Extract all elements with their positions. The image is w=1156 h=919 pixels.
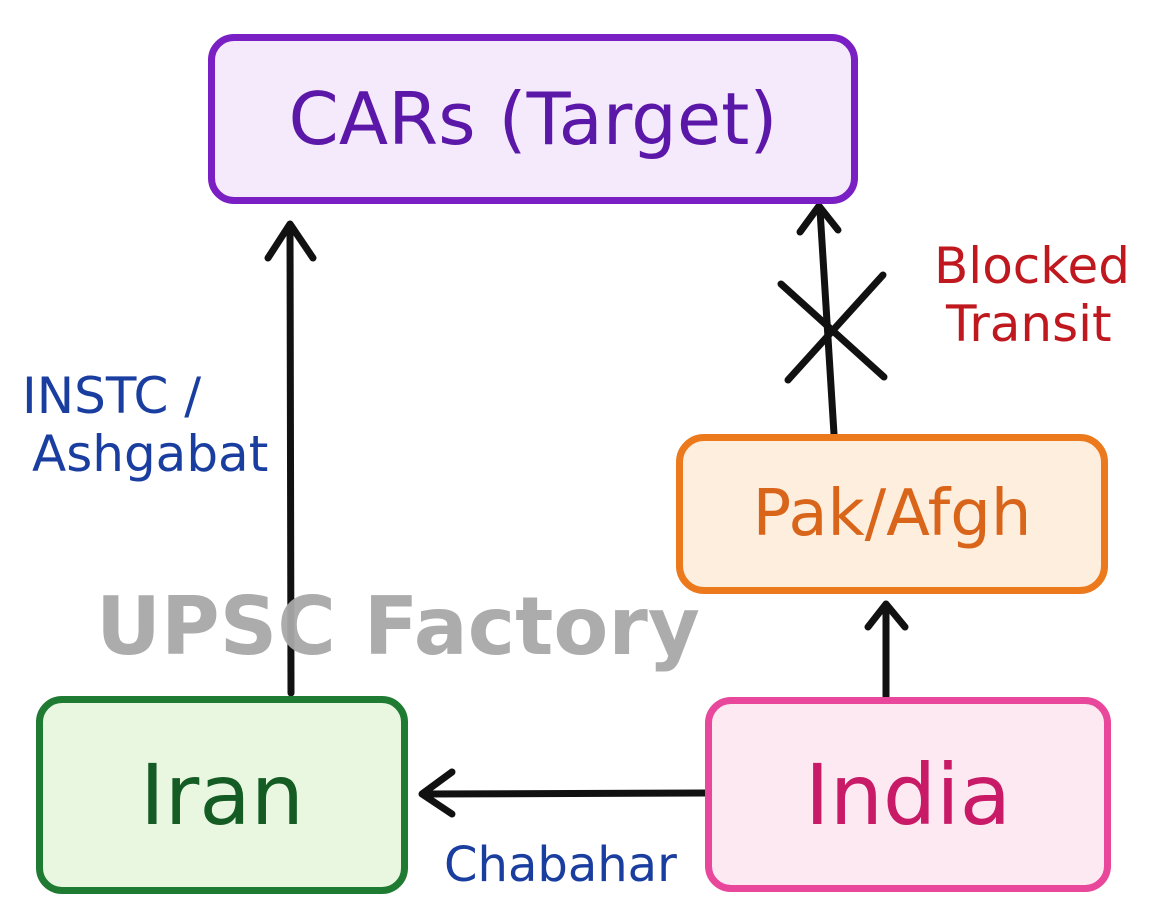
label-chabahar-text: Chabahar: [444, 837, 677, 893]
blocked-x-icon: [777, 271, 888, 384]
label-blocked-line1: Blocked: [934, 237, 1130, 295]
node-india-label: India: [804, 745, 1012, 844]
node-iran-label: Iran: [139, 746, 305, 844]
node-iran: Iran: [36, 696, 408, 894]
node-cars: CARs (Target): [208, 34, 858, 204]
label-instc-ashgabat: INSTC / Ashgabat: [22, 367, 269, 483]
node-pak-afgh-label: Pak/Afgh: [752, 477, 1032, 551]
label-blocked-line2: Transit: [946, 294, 1112, 353]
arrow-iran-to-cars: [264, 220, 317, 697]
arrow-india-to-iran: [418, 768, 710, 818]
node-cars-label: CARs (Target): [288, 77, 778, 161]
label-blocked-transit: Blocked Transit: [934, 237, 1130, 353]
label-chabahar: Chabahar: [444, 837, 677, 893]
node-pak-afgh: Pak/Afgh: [676, 434, 1108, 594]
label-instc-line2: Ashgabat: [32, 424, 269, 483]
label-instc-line1: INSTC /: [22, 367, 202, 425]
node-india: India: [705, 697, 1111, 892]
watermark: UPSC Factory: [96, 580, 700, 673]
arrow-india-to-pakafgh: [864, 600, 909, 701]
